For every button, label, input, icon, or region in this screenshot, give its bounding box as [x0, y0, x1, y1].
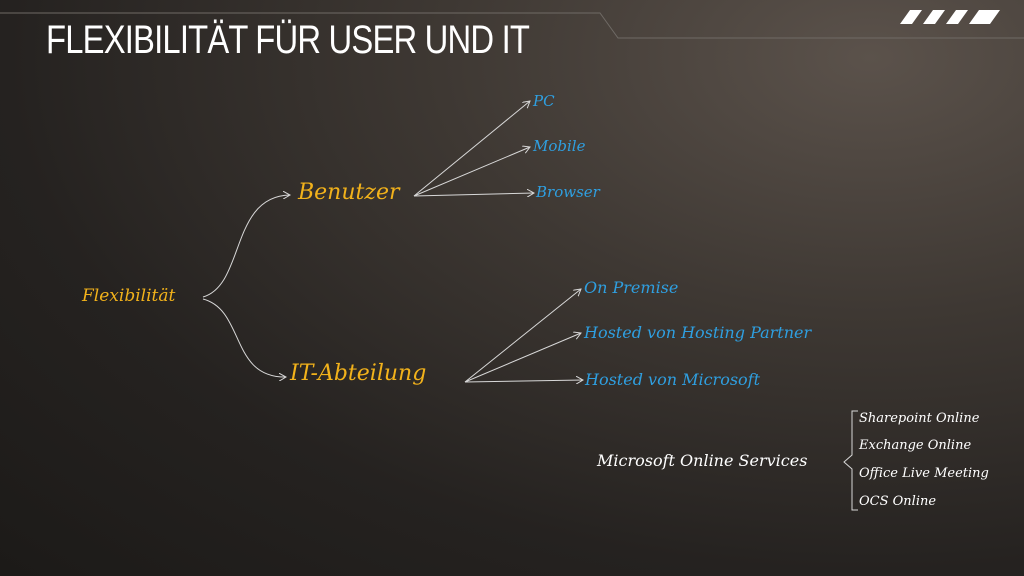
leaf-hosted-microsoft: Hosted von Microsoft — [585, 370, 761, 389]
connector-root-it — [202, 298, 286, 377]
stripe-icon — [900, 10, 922, 24]
service-item: Sharepoint Online — [859, 411, 980, 426]
root-node: Flexibilität — [82, 286, 176, 306]
connector-it-hostingpartner — [464, 333, 581, 383]
leaf-browser: Browser — [536, 183, 600, 201]
service-item: Office Live Meeting — [859, 466, 989, 481]
page-title: FLEXIBILITÄT FÜR USER UND IT — [46, 18, 530, 62]
leaf-pc: PC — [533, 92, 555, 110]
branch-it-abteilung: IT-Abteilung — [290, 361, 427, 386]
services-brace — [843, 410, 858, 511]
service-item: Exchange Online — [859, 438, 972, 453]
decorative-header-band — [0, 10, 1024, 39]
services-label: Microsoft Online Services — [597, 451, 808, 470]
connector-benutzer-browser — [413, 193, 534, 196]
leaf-on-premise: On Premise — [584, 278, 679, 297]
stripe-icon — [923, 10, 945, 24]
connector-it-onpremise — [464, 289, 581, 383]
branch-benutzer: Benutzer — [298, 180, 400, 205]
connector-root-benutzer — [202, 195, 290, 298]
leaf-hosted-hosting-partner: Hosted von Hosting Partner — [584, 323, 812, 342]
leaf-mobile: Mobile — [533, 137, 586, 155]
connector-it-microsoft — [464, 380, 583, 382]
stripe-icon — [969, 10, 1000, 24]
connector-benutzer-mobile — [413, 147, 530, 197]
connector-benutzer-pc — [413, 101, 530, 197]
service-item: OCS Online — [859, 494, 937, 509]
stripe-icon — [946, 10, 968, 24]
